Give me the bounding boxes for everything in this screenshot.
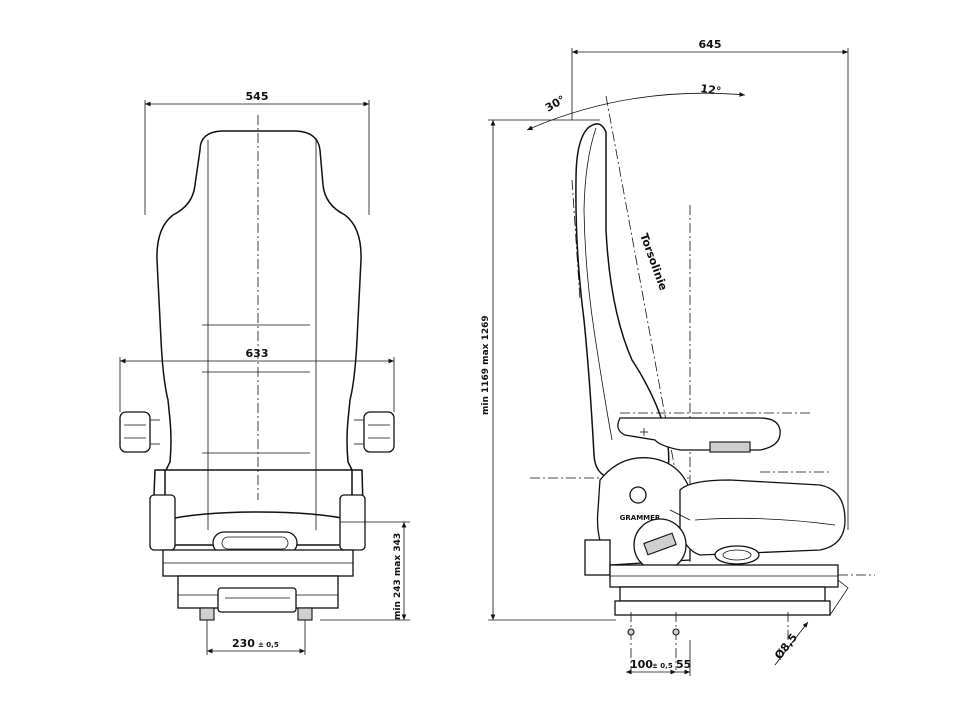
dim-bolt-diameter-text: Ø8,5 <box>772 631 800 662</box>
side-logo: GRAMMER <box>620 514 661 522</box>
side-lever <box>812 579 849 616</box>
dim-height-range-text: min 243 max 343 <box>393 533 403 620</box>
dim-armrest-width-text: 633 <box>246 347 269 360</box>
side-backrest-inner <box>583 127 613 441</box>
side-view: 645 30° 12° Torsolinie GRAMMER <box>481 38 875 676</box>
front-view: 545 633 230 ± 0,5 min 243 max 343 <box>119 90 410 655</box>
dim-rail-offset-text: 55 <box>676 658 691 671</box>
dim-top-width-text: 545 <box>246 90 269 103</box>
dim-overall-height: min 1169 max 1269 <box>481 119 616 621</box>
side-slide-rail <box>614 600 831 616</box>
dim-base-width: 230 ± 0,5 <box>206 632 306 655</box>
dim-depth-text: 645 <box>699 38 722 51</box>
side-armrest <box>617 417 781 451</box>
dim-armrest-width: 633 <box>119 347 395 412</box>
dim-base-width-tol: ± 0,5 <box>258 641 279 649</box>
front-armrest-right <box>354 411 395 453</box>
side-backrest-rear <box>571 179 581 301</box>
side-seat-cushion <box>679 479 846 556</box>
front-armrest-left <box>119 411 160 453</box>
dim-base-width-text: 230 <box>232 637 255 650</box>
dim-rail-spacing-text: 100 <box>630 658 653 671</box>
side-logo-emblem <box>629 486 647 504</box>
angle-back-text: 30° <box>543 93 568 115</box>
dim-overall-height-text: min 1169 max 1269 <box>481 315 491 415</box>
front-feet <box>199 607 313 632</box>
angle-fwd-text: 12° <box>700 82 722 98</box>
side-handle <box>714 545 760 565</box>
dim-rail-spacing: 100 ± 0,5 55 <box>626 640 691 676</box>
torso-line-label: Torsolinie <box>637 232 670 293</box>
dim-bolt-diameter: Ø8,5 <box>772 621 809 666</box>
front-bolster-left <box>149 494 176 551</box>
front-bolster-right <box>339 494 366 551</box>
dim-height-range: min 243 max 343 <box>320 521 410 621</box>
front-base-bracket <box>217 587 297 613</box>
dim-top-width: 545 <box>144 90 370 215</box>
side-rear-block <box>584 539 611 576</box>
dim-rail-spacing-tol: ± 0,5 <box>652 662 673 670</box>
side-armrest-mount <box>709 441 751 453</box>
front-backrest-outline <box>156 130 362 471</box>
side-base <box>619 586 826 602</box>
dim-depth: 645 <box>571 38 849 530</box>
